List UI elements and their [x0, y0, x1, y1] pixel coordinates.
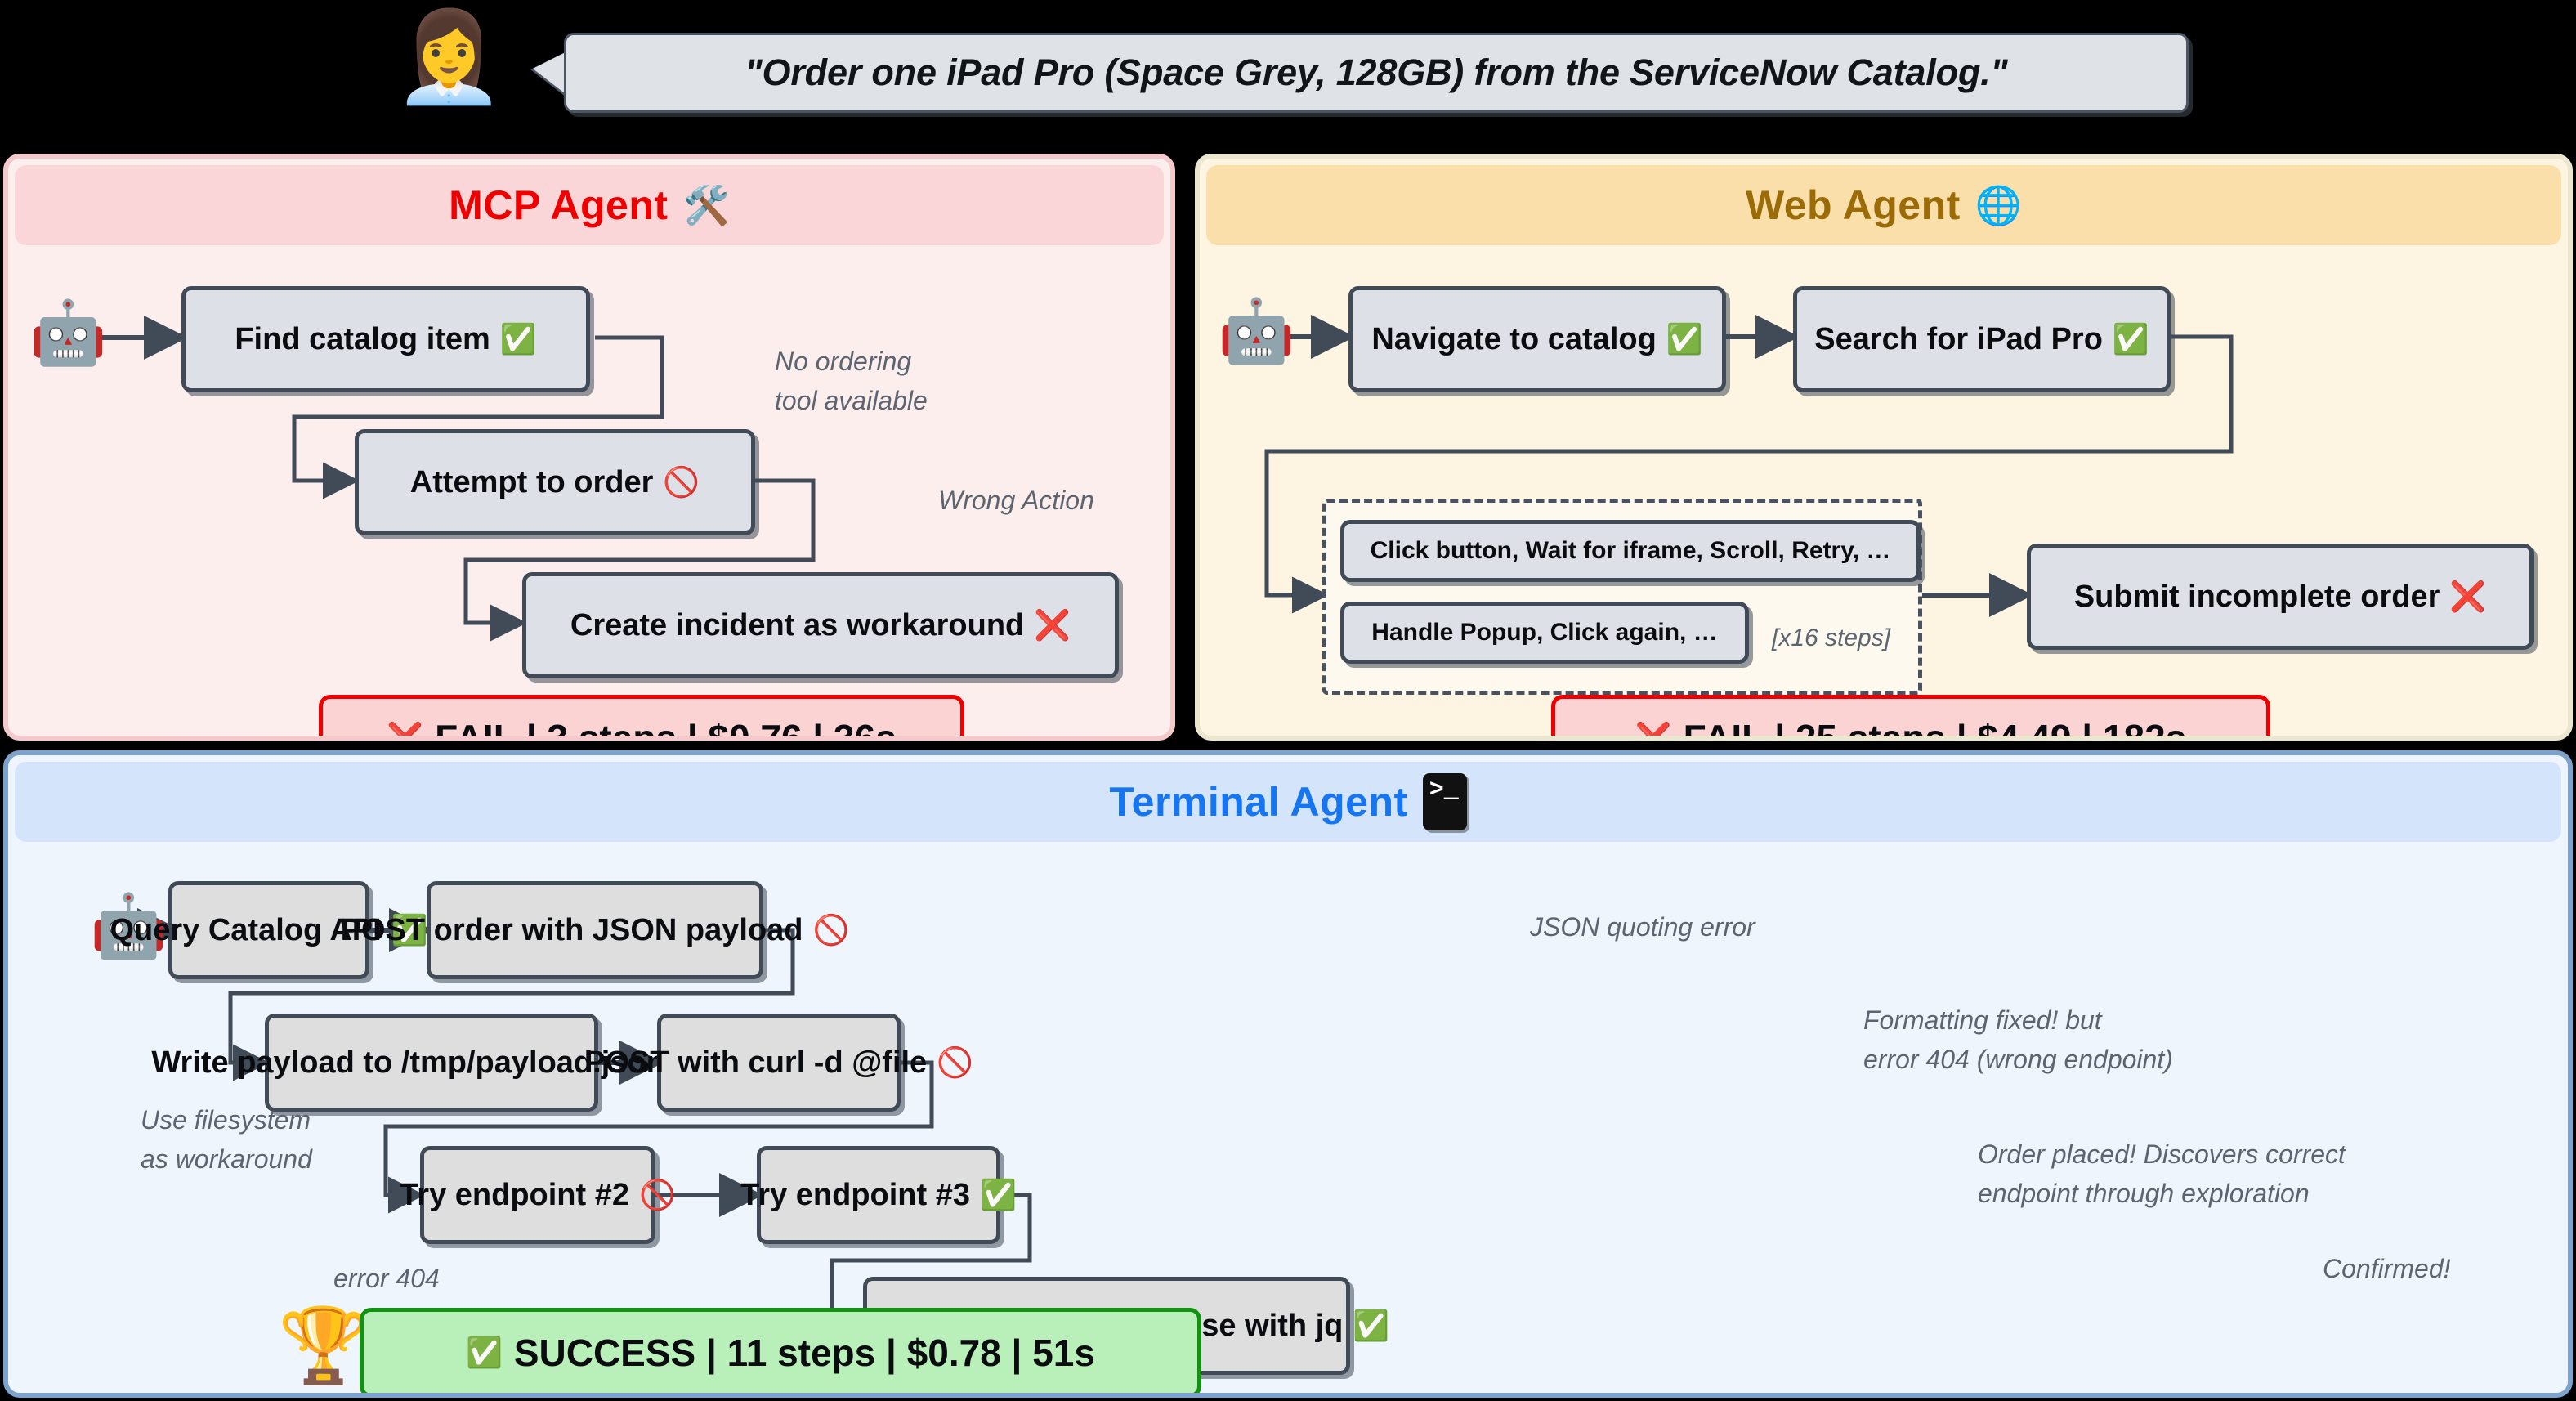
term-note-order-placed: Order placed! Discovers correct endpoint…	[1978, 1139, 2346, 1208]
success-icon: ✅	[1666, 322, 1703, 356]
success-icon: ✅	[391, 913, 428, 947]
web-loop-item-1[interactable]: Click button, Wait for iframe, Scroll, R…	[1340, 520, 1921, 582]
term-note-error-404: error 404	[333, 1264, 440, 1293]
fail-icon: ❌	[1635, 720, 1672, 741]
agent-robot-icon: 🤖	[90, 892, 168, 961]
term-node-1[interactable]: Query Catalog API ✅	[110, 881, 428, 979]
panel-mcp-header: MCP Agent 🛠️	[15, 165, 1164, 245]
user-avatar-icon: 👩‍💼	[394, 7, 504, 106]
trophy-icon: 🏆	[278, 1305, 370, 1387]
fail-icon: ❌	[2449, 580, 2487, 613]
panel-terminal-title: Terminal Agent	[1109, 779, 1408, 825]
terminal-result-banner: ✅ SUCCESS | 11 steps | $0.78 | 51s	[360, 1308, 1201, 1393]
blocked-icon: 🚫	[812, 913, 850, 947]
success-icon: ✅	[2112, 322, 2149, 356]
web-node-3-label: Submit incomplete order	[2073, 579, 2440, 614]
terminal-icon: >_	[1422, 773, 1467, 830]
blocked-icon: 🚫	[937, 1045, 974, 1079]
term-node-4-label: POST with curl -d @file	[584, 1045, 928, 1080]
panel-terminal-agent: Terminal Agent >_	[3, 750, 2573, 1398]
mcp-node-2-label: Attempt to order	[409, 464, 654, 499]
term-node-2[interactable]: POST order with JSON payload 🚫	[341, 881, 849, 979]
term-note-formatting-fixed: Formatting fixed! but error 404 (wrong e…	[1863, 1005, 2173, 1074]
web-node-1[interactable]: Navigate to catalog ✅	[1348, 286, 1726, 392]
mcp-note-2: Wrong Action	[938, 486, 1094, 515]
web-loop-item-2[interactable]: Handle Popup, Click again, …	[1340, 602, 1749, 664]
mcp-node-3-label: Create incident as workaround	[570, 607, 1025, 642]
web-node-2[interactable]: Search for iPad Pro ✅	[1793, 286, 2171, 392]
globe-icon: 🌐	[1974, 184, 2023, 226]
term-node-6[interactable]: Try endpoint #3 ✅	[740, 1146, 1017, 1244]
agent-robot-icon: 🤖	[29, 298, 107, 368]
agent-robot-icon: 🤖	[1218, 297, 1295, 366]
blocked-icon: 🚫	[639, 1178, 676, 1211]
success-icon: ✅	[466, 1336, 503, 1369]
web-loop-item-2-label: Handle Popup, Click again, …	[1371, 619, 1718, 646]
mcp-node-3[interactable]: Create incident as workaround ❌	[522, 572, 1119, 678]
panel-web-title: Web Agent	[1745, 182, 1961, 228]
web-node-1-label: Navigate to catalog	[1371, 321, 1657, 356]
terminal-result-text: SUCCESS | 11 steps | $0.78 | 51s	[513, 1332, 1095, 1374]
term-node-4[interactable]: POST with curl -d @file 🚫	[584, 1014, 973, 1112]
blocked-icon: 🚫	[663, 465, 700, 499]
web-loop-repeat-label: [x16 steps]	[1772, 624, 1891, 651]
fail-icon: ❌	[387, 720, 424, 741]
panel-mcp-title: MCP Agent	[449, 182, 669, 228]
web-node-2-label: Search for iPad Pro	[1814, 321, 2103, 356]
mcp-node-1[interactable]: Find catalog item ✅	[181, 286, 590, 392]
prompt-text: "Order one iPad Pro (Space Grey, 128GB) …	[745, 51, 2008, 93]
panel-web-agent: Web Agent 🌐 🤖 Navigate to	[1195, 154, 2573, 741]
term-node-3-label: Write payload to /tmp/payload.json	[151, 1045, 665, 1080]
fail-icon: ❌	[1034, 608, 1071, 642]
web-node-3[interactable]: Submit incomplete order ❌	[2027, 544, 2534, 650]
term-node-5-label: Try endpoint #2	[400, 1177, 629, 1212]
hammer-and-wrench-icon: 🛠️	[682, 184, 730, 226]
web-result-text: FAIL | 25 steps | $4.49 | 182s	[1683, 716, 2187, 741]
prompt-row: 👩‍💼 "Order one iPad Pro (Space Grey, 128…	[0, 0, 2576, 145]
panel-web-header: Web Agent 🌐	[1206, 165, 2561, 245]
term-note-json-error: JSON quoting error	[1530, 912, 1755, 942]
speech-bubble: "Order one iPad Pro (Space Grey, 128GB) …	[564, 33, 2189, 113]
speech-bubble-tail	[533, 51, 569, 96]
mcp-node-2[interactable]: Attempt to order 🚫	[355, 429, 755, 535]
term-node-2-label: POST order with JSON payload	[340, 912, 803, 947]
term-note-use-filesystem: Use filesystem as workaround	[141, 1105, 312, 1174]
web-result-banner: ❌ FAIL | 25 steps | $4.49 | 182s	[1551, 695, 2270, 741]
mcp-result-banner: ❌ FAIL | 3 steps | $0.76 | 36s	[319, 695, 964, 741]
mcp-note-1: No ordering tool available	[775, 347, 928, 415]
mcp-node-1-label: Find catalog item	[235, 321, 490, 356]
term-note-confirmed: Confirmed!	[2323, 1254, 2451, 1283]
term-node-6-label: Try endpoint #3	[740, 1177, 970, 1212]
mcp-result-text: FAIL | 3 steps | $0.76 | 36s	[435, 716, 897, 741]
success-icon: ✅	[1353, 1309, 1390, 1342]
term-node-5[interactable]: Try endpoint #2 🚫	[400, 1146, 676, 1244]
term-node-3[interactable]: Write payload to /tmp/payload.json ✅	[151, 1014, 712, 1112]
panel-mcp-agent: MCP Agent 🛠️ 🤖 Find catalo	[3, 154, 1175, 741]
term-node-1-label: Query Catalog API	[110, 912, 382, 947]
panel-terminal-header: Terminal Agent >_	[15, 762, 2561, 842]
web-loop-item-1-label: Click button, Wait for iframe, Scroll, R…	[1370, 537, 1891, 564]
success-icon: ✅	[980, 1178, 1017, 1211]
success-icon: ✅	[499, 322, 537, 356]
